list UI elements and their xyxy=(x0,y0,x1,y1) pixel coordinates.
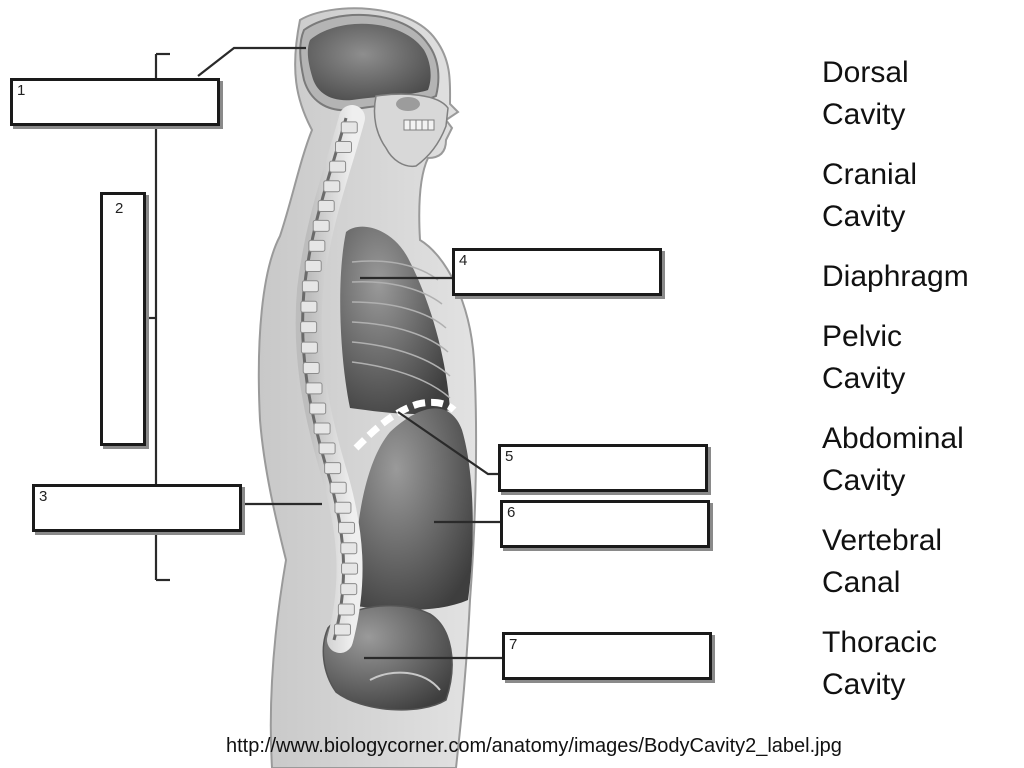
vertebra xyxy=(300,300,318,313)
vertebra xyxy=(334,501,352,514)
label-number-5: 5 xyxy=(505,448,514,465)
label-number-2: 2 xyxy=(115,200,124,217)
word-bank: Dorsal Cavity Cranial Cavity Diaphragm P… xyxy=(822,52,1022,724)
term-thoracic-cavity: Thoracic Cavity xyxy=(822,622,1022,706)
label-box-3[interactable]: 3 xyxy=(32,484,242,532)
vertebra xyxy=(308,239,326,252)
ribs xyxy=(351,260,451,399)
vertebra xyxy=(312,219,330,232)
term-line: Vertebral xyxy=(822,524,943,557)
vertebra xyxy=(329,481,347,494)
label-number-1: 1 xyxy=(17,82,26,99)
label-box-4[interactable]: 4 xyxy=(452,248,662,296)
diaphragm xyxy=(353,398,457,451)
term-line: Canal xyxy=(822,566,901,599)
term-line: Cavity xyxy=(822,362,906,395)
pelvic-bone xyxy=(369,671,441,691)
term-line: Cranial xyxy=(822,158,918,191)
term-line: Cavity xyxy=(822,464,906,497)
vertebra xyxy=(305,382,323,395)
label-box-7[interactable]: 7 xyxy=(502,632,712,680)
vertebra xyxy=(302,362,320,375)
abdominal-cavity xyxy=(354,408,473,610)
label-number-4: 4 xyxy=(459,252,468,269)
label-box-6[interactable]: 6 xyxy=(500,500,710,548)
term-line: Thoracic xyxy=(822,626,938,659)
term-line: Abdominal xyxy=(822,422,964,455)
thoracic-cavity xyxy=(340,226,450,414)
term-diaphragm: Diaphragm xyxy=(822,256,1022,298)
vertebra xyxy=(300,321,318,334)
vertebra xyxy=(301,280,319,293)
label-box-1[interactable]: 1 xyxy=(10,78,220,126)
term-cranial-cavity: Cranial Cavity xyxy=(822,154,1022,238)
vertebra xyxy=(313,422,331,435)
vertebra xyxy=(340,121,358,134)
label-box-5[interactable]: 5 xyxy=(498,444,708,492)
term-abdominal-cavity: Abdominal Cavity xyxy=(822,418,1022,502)
vertebra xyxy=(318,442,336,455)
teeth xyxy=(403,119,435,131)
vertebra xyxy=(323,180,341,193)
vertebra xyxy=(317,199,335,212)
term-line: Diaphragm xyxy=(822,260,969,293)
vertebrae xyxy=(300,121,359,636)
label-number-3: 3 xyxy=(39,488,48,505)
source-url: http://www.biologycorner.com/anatomy/ima… xyxy=(226,735,842,757)
vertebra xyxy=(338,521,356,534)
term-line: Pelvic xyxy=(822,320,903,353)
vertebra xyxy=(309,402,327,415)
term-pelvic-cavity: Pelvic Cavity xyxy=(822,316,1022,400)
vertebra xyxy=(337,603,355,616)
label-box-2[interactable]: 2 xyxy=(100,192,146,446)
vertebra xyxy=(340,583,358,596)
label-number-7: 7 xyxy=(509,636,518,653)
term-line: Cavity xyxy=(822,98,906,131)
vertebra xyxy=(333,623,351,636)
vertebra xyxy=(329,160,347,173)
vertebra xyxy=(300,341,318,354)
cranial-cavity xyxy=(307,23,431,101)
term-vertebral-canal: Vertebral Canal xyxy=(822,520,1022,604)
vertebra xyxy=(340,542,358,555)
vertebra xyxy=(335,141,353,154)
label-number-6: 6 xyxy=(507,504,516,521)
term-dorsal-cavity: Dorsal Cavity xyxy=(822,52,1022,136)
term-line: Cavity xyxy=(822,668,906,701)
vertebra xyxy=(304,260,322,273)
vertebra xyxy=(341,562,359,575)
term-line: Dorsal xyxy=(822,56,909,89)
eye-socket xyxy=(396,97,420,111)
vertebra xyxy=(324,462,342,475)
term-line: Cavity xyxy=(822,200,906,233)
